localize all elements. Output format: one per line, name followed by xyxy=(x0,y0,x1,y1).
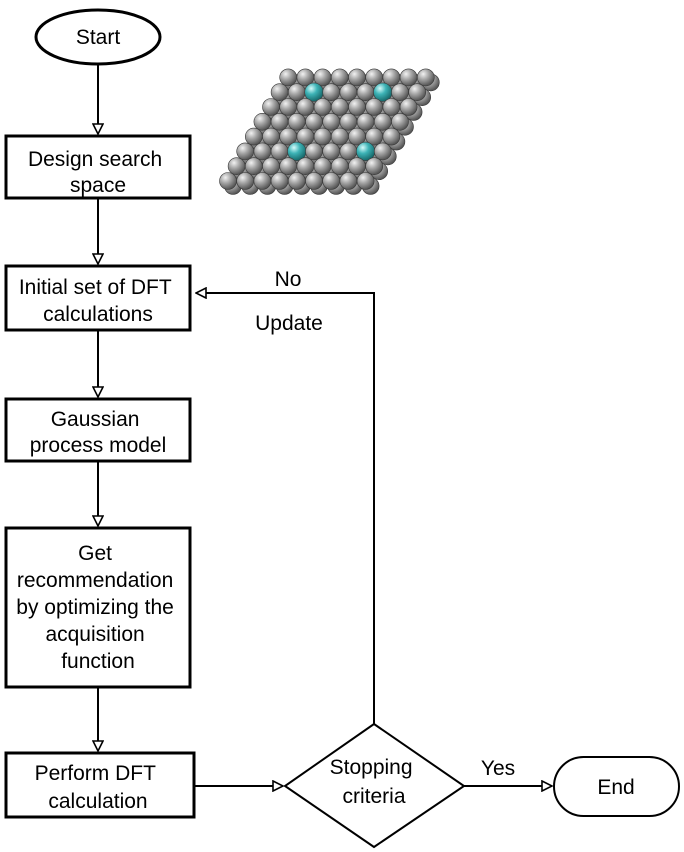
start-label: Start xyxy=(76,26,121,49)
initial-line-1: Initial set of DFT xyxy=(19,276,172,299)
host-atom xyxy=(322,113,341,131)
host-atom xyxy=(356,113,375,131)
arrow-stopping-feedback xyxy=(196,293,375,724)
host-atom xyxy=(270,142,289,161)
host-atom xyxy=(279,157,298,175)
edge-label-no: No xyxy=(275,268,302,291)
host-atom xyxy=(348,68,366,87)
gp-line-2: process model xyxy=(30,434,167,457)
host-atom xyxy=(373,113,392,131)
host-atom xyxy=(391,113,409,131)
recommendation-node: Get recommendation by optimizing the acq… xyxy=(4,526,192,689)
edge-label-yes: Yes xyxy=(481,757,515,780)
host-atom xyxy=(262,127,280,146)
rec-line-4: acquisition xyxy=(45,623,144,646)
end-label: End xyxy=(597,776,634,799)
rec-line-3: by optimizing the xyxy=(16,596,174,619)
host-atom xyxy=(339,113,358,131)
rec-line-5: function xyxy=(61,650,135,673)
host-atom xyxy=(279,68,298,87)
design-search-space-node: Design search space xyxy=(4,134,192,200)
host-atom xyxy=(262,157,280,175)
host-atom xyxy=(330,98,349,116)
host-atom xyxy=(227,157,246,175)
connectors xyxy=(98,64,552,786)
edge-label-update: Update xyxy=(255,312,323,335)
host-atom xyxy=(373,142,392,161)
host-atom xyxy=(391,83,409,101)
start-node: Start xyxy=(34,8,162,66)
rec-line-1: Get xyxy=(78,542,112,565)
perform-dft-node: Perform DFT calculation xyxy=(4,751,196,819)
host-atom xyxy=(313,127,332,146)
design-line-2: space xyxy=(70,174,126,197)
gp-line-1: Gaussian xyxy=(51,408,140,431)
gaussian-process-node: Gaussian process model xyxy=(4,397,192,463)
host-atom xyxy=(245,127,263,146)
perform-line-2: calculation xyxy=(48,790,147,813)
host-atom xyxy=(348,157,366,175)
host-atom xyxy=(219,172,237,190)
host-atom xyxy=(270,83,289,101)
host-atom xyxy=(322,83,341,101)
host-atom xyxy=(287,113,306,131)
host-atom xyxy=(262,98,280,116)
host-atom xyxy=(253,113,272,131)
initial-line-2: calculations xyxy=(43,303,153,326)
host-atom xyxy=(322,142,341,161)
host-atom xyxy=(322,172,341,190)
host-atom xyxy=(339,83,358,101)
host-atom xyxy=(408,83,427,101)
svg-text:Initial set of DFT calcu: Initial set of DFT calculations xyxy=(19,276,177,326)
host-atom xyxy=(305,113,323,131)
host-atom xyxy=(253,172,272,190)
svg-text:Design search space: Design search space xyxy=(28,148,168,197)
svg-text:Get recommendation: Get recommendation by optimizing the acq… xyxy=(16,542,179,673)
host-atom xyxy=(356,83,375,101)
perform-line-1: Perform DFT xyxy=(35,762,157,785)
host-atom xyxy=(236,142,254,161)
design-line-1: Design search xyxy=(28,148,162,171)
host-atom xyxy=(253,142,272,161)
host-atom xyxy=(330,68,349,87)
svg-text:Gaussian process model: Gaussian process model xyxy=(30,408,167,457)
host-atom xyxy=(279,98,298,116)
host-atom xyxy=(245,157,263,175)
host-atom xyxy=(382,98,401,116)
stopping-line-2: criteria xyxy=(342,785,405,808)
host-atom xyxy=(382,127,401,146)
host-atom xyxy=(348,98,366,116)
host-atom xyxy=(270,172,289,190)
host-atom xyxy=(416,68,435,87)
host-atom xyxy=(305,142,323,161)
stopping-criteria-node: Stopping criteria xyxy=(283,722,466,849)
host-atom xyxy=(330,157,349,175)
host-atom xyxy=(305,172,323,190)
host-atom xyxy=(399,98,418,116)
host-atom xyxy=(365,157,384,175)
host-atom xyxy=(296,98,315,116)
svg-text:Perform DFT calculation: Perform DFT calculation xyxy=(35,762,162,813)
host-atom xyxy=(236,172,254,190)
rec-line-2: recommendation xyxy=(17,569,173,592)
host-atom xyxy=(287,83,306,101)
host-atom xyxy=(339,172,358,190)
svg-text:Stopping criteria: Stopping criteria xyxy=(330,756,419,808)
atomic-slab-illustration xyxy=(219,68,440,195)
host-atom xyxy=(270,113,289,131)
end-node: End xyxy=(553,756,680,817)
initial-dft-node: Initial set of DFT calculations xyxy=(4,264,192,332)
host-atom xyxy=(339,142,358,161)
host-atom xyxy=(365,98,384,116)
stopping-line-1: Stopping xyxy=(330,756,413,779)
host-atom xyxy=(313,157,332,175)
host-atom xyxy=(356,172,375,190)
host-atom xyxy=(313,98,332,116)
host-atom xyxy=(330,127,349,146)
host-atom xyxy=(287,172,306,190)
host-atom xyxy=(399,68,418,87)
host-atom xyxy=(296,157,315,175)
